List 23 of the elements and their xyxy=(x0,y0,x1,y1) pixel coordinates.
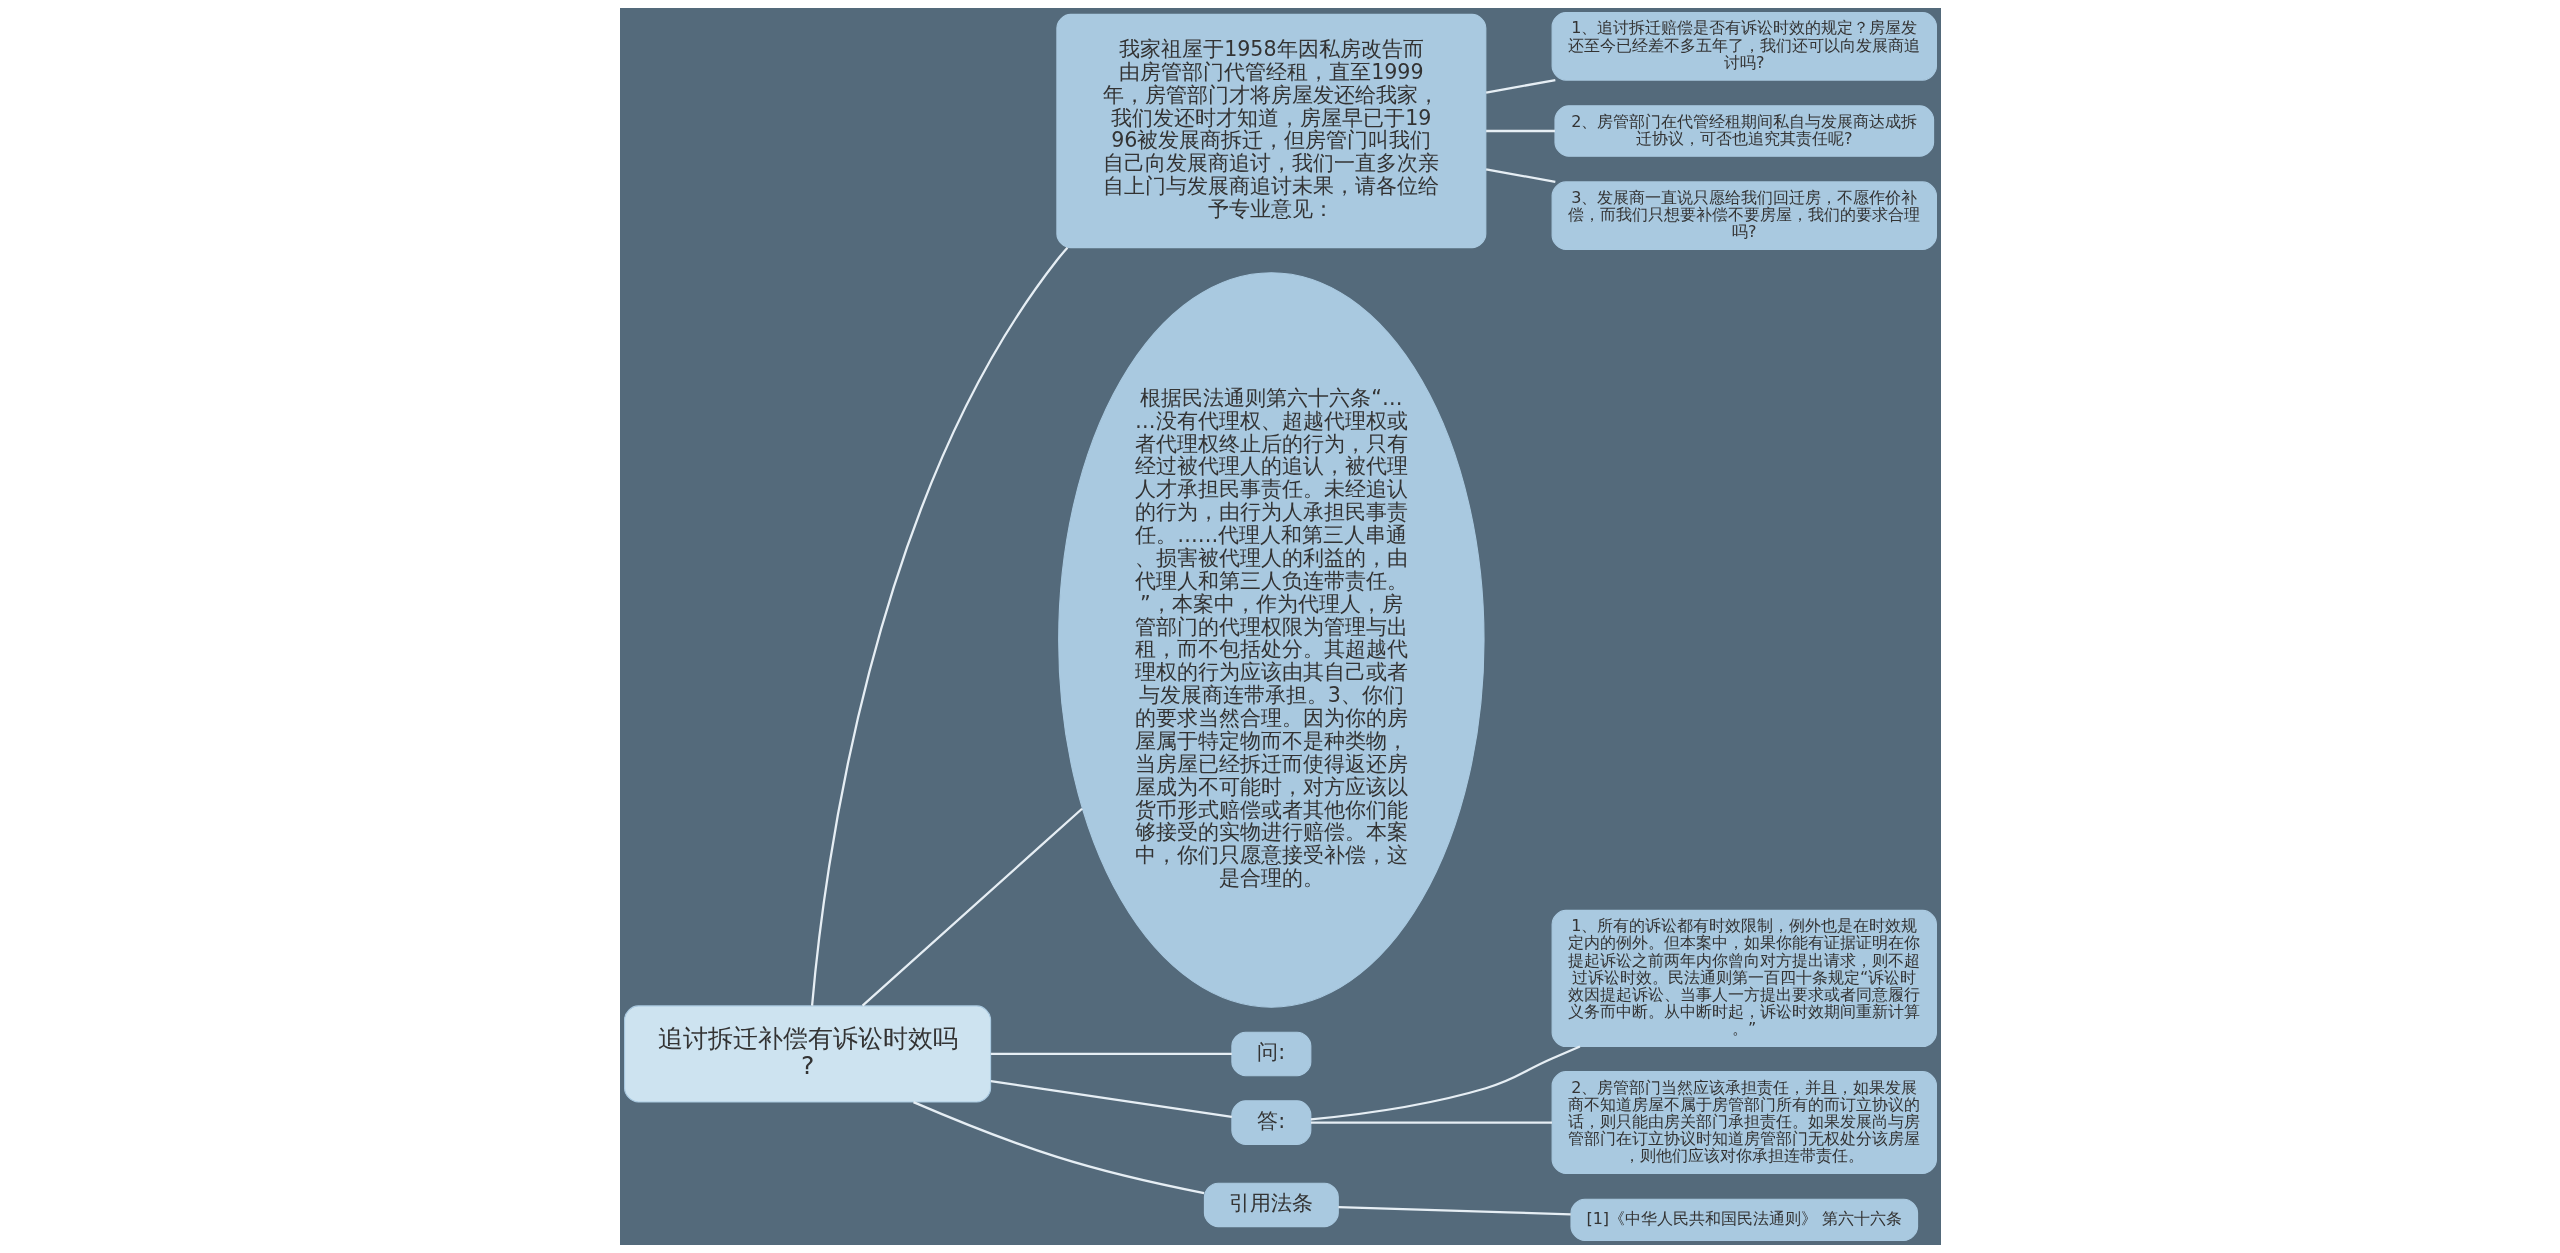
node-box: 1、所有的诉讼都有时效限制，例外也是在时效规定内的例外。但本案中，如果你能有证据证明在你提起诉讼之前两年内你曾向对方提出请求，则不超过诉讼时效。民法通则第一百四十条规定“诉讼时效因提起诉讼、当事人一方提出要求或者同意履行义务而中断。从中断时起，诉讼时效期间重新计算。” xyxy=(1551,909,1937,1048)
connector xyxy=(1310,1045,1580,1121)
node-box: [1]《中华人民共和国民法通则》 第六十六条 xyxy=(1569,1198,1918,1241)
connector xyxy=(990,1079,1232,1118)
node-box: 问: xyxy=(1230,1031,1311,1077)
connector xyxy=(1310,1121,1552,1124)
connector xyxy=(1485,79,1556,94)
node-box: 答: xyxy=(1230,1100,1311,1145)
connector xyxy=(1485,168,1556,183)
connector xyxy=(1337,1205,1571,1216)
connector xyxy=(912,1101,1204,1195)
node-box: 3、发展商一直说只愿给我们回迁房，不愿作价补偿，而我们只想要补偿不要房屋，我们的要求合理吗? xyxy=(1551,181,1937,250)
node-box: 1、追讨拆迁赔偿是否有诉讼时效的规定？房屋发还至今已经差不多五年了，我们还可以向发展商追讨吗? xyxy=(1551,12,1937,81)
node-box: 追讨拆迁补偿有诉讼时效吗? xyxy=(623,1005,991,1103)
node-box: 引用法条 xyxy=(1203,1182,1339,1228)
node-box: 我家祖屋于1958年因私房改告而由房管部门代管经租，直至1999年，房管部门才将房屋发还给我家，我们发还时才知道，房屋早已于1996被发展商拆迁，但房管门叫我们自己向发展商追讨，我们一直多次亲自上门与发展商追讨未果，请各位给予专业意见： xyxy=(1055,13,1486,249)
connector xyxy=(810,247,1068,1006)
node-ellipse: 根据民法通则第六十六条“……没有代理权、超越代理权或者代理权终止后的行为，只有经过被代理人的追认，被代理人才承担民事责任。未经追认的行为，由行为人承担民事责任。……代理人和第三人串通、损害被代理人的利益的，由代理人和第三人负连带责任。”，本案中，作为代理人，房管部门的代理权限为管理与出租，而不包括处分。其超越代理权的行为应该由其自己或者与发展商连带承担。3、你们的要求当然合理。因为你的房屋属于特定物而不是种类物，当房屋已经拆迁而使得返还房屋成为不可能时，对方应该以货币形式赔偿或者其他你们能够接受的实物进行赔偿。本案中，你们只愿意接受补偿，这是合理的。 xyxy=(1057,272,1485,1008)
node-box: 2、房管部门当然应该承担责任，并且，如果发展商不知道房屋不属于房管部门所有的而订立协议的话，则只能由房关部门承担责任。如果发展尚与房管部门在订立协议时知道房管部门无权处分该房屋，则他们应该对你承担连带责任。 xyxy=(1551,1071,1937,1175)
connector xyxy=(1485,129,1555,133)
node-box: 2、房管部门在代管经租期间私自与发展商达成拆迁协议，可否也追究其责任呢? xyxy=(1553,105,1934,157)
connector xyxy=(861,807,1083,1007)
connector xyxy=(990,1052,1232,1056)
